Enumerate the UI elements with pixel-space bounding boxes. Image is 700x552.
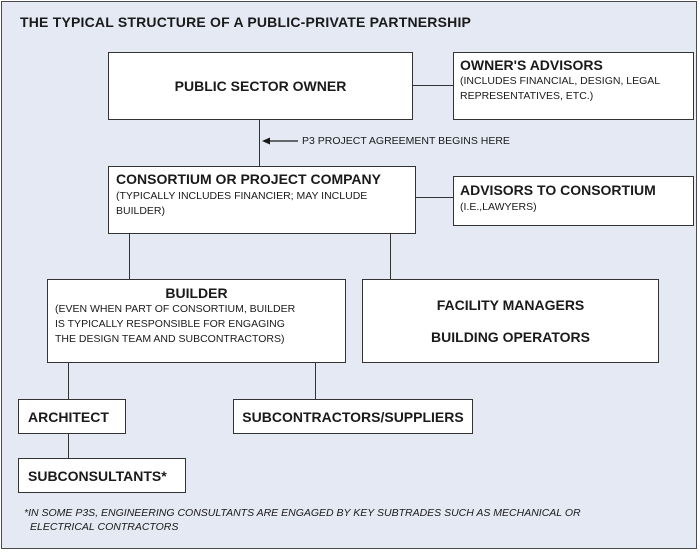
consortium-box: CONSORTIUM OR PROJECT COMPANY (TYPICALLY… (108, 166, 416, 234)
architect-box: ARCHITECT (18, 399, 126, 434)
consortium-to-facility-line (390, 233, 391, 280)
builder-detail-line1: (EVEN WHEN PART OF CONSORTIUM, BUILDER (55, 303, 296, 315)
footnote: *IN SOME P3S, ENGINEERING CONSULTANTS AR… (24, 506, 684, 534)
owners-advisors-box: OWNER'S ADVISORS (INCLUDES FINANCIAL, DE… (453, 52, 694, 120)
building-operators-label: BUILDING OPERATORS (431, 329, 590, 345)
builder-to-subcontractors-line (315, 362, 316, 400)
consortium-detail-line2: BUILDER) (116, 205, 166, 217)
architect-to-subconsultants-line (68, 433, 69, 459)
builder-title: BUILDER (165, 285, 228, 301)
public-sector-owner-box: PUBLIC SECTOR OWNER (108, 52, 413, 120)
advisors-to-consortium-box: ADVISORS TO CONSORTIUM (I.E.,LAWYERS) (453, 176, 694, 226)
owners-advisors-title: OWNER'S ADVISORS (460, 57, 603, 73)
diagram-title: THE TYPICAL STRUCTURE OF A PUBLIC-PRIVAT… (20, 14, 472, 30)
agreement-label: P3 PROJECT AGREEMENT BEGINS HERE (302, 135, 510, 147)
owners-advisors-detail-line1: (INCLUDES FINANCIAL, DESIGN, LEGAL (460, 75, 661, 87)
owner-to-consortium-line (259, 119, 260, 167)
builder-box: BUILDER (EVEN WHEN PART OF CONSORTIUM, B… (47, 279, 346, 363)
subcontractors-label: SUBCONTRACTORS/SUPPLIERS (242, 408, 464, 425)
builder-to-architect-line (68, 362, 69, 400)
facility-box: FACILITY MANAGERS BUILDING OPERATORS (362, 279, 659, 363)
public-sector-owner-label: PUBLIC SECTOR OWNER (174, 78, 347, 94)
facility-managers-label: FACILITY MANAGERS (436, 297, 585, 313)
footnote-line2: ELECTRICAL CONTRACTORS (30, 521, 179, 533)
architect-label: ARCHITECT (28, 408, 109, 425)
agreement-annotation: P3 PROJECT AGREEMENT BEGINS HERE (262, 134, 510, 148)
consortium-to-advisors-line (415, 197, 454, 198)
owner-to-advisors-line (412, 85, 454, 86)
consortium-title: CONSORTIUM OR PROJECT COMPANY (116, 171, 381, 187)
left-arrow-icon (262, 137, 298, 145)
advisors-to-consortium-detail: (I.E.,LAWYERS) (460, 201, 537, 213)
builder-detail-line3: THE DESIGN TEAM AND SUBCONTRACTORS) (55, 333, 285, 345)
owners-advisors-detail-line2: REPRESENTATIVES, ETC.) (460, 90, 594, 102)
advisors-to-consortium-title: ADVISORS TO CONSORTIUM (460, 182, 656, 198)
subcontractors-box: SUBCONTRACTORS/SUPPLIERS (233, 399, 473, 434)
consortium-to-builder-line (129, 233, 130, 280)
subconsultants-label: SUBCONSULTANTS* (28, 467, 167, 484)
consortium-detail-line1: (TYPICALLY INCLUDES FINANCIER; MAY INCLU… (116, 190, 368, 202)
subconsultants-box: SUBCONSULTANTS* (18, 458, 186, 493)
footnote-line1: *IN SOME P3S, ENGINEERING CONSULTANTS AR… (24, 507, 581, 519)
builder-detail-line2: IS TYPICALLY RESPONSIBLE FOR ENGAGING (55, 318, 285, 330)
